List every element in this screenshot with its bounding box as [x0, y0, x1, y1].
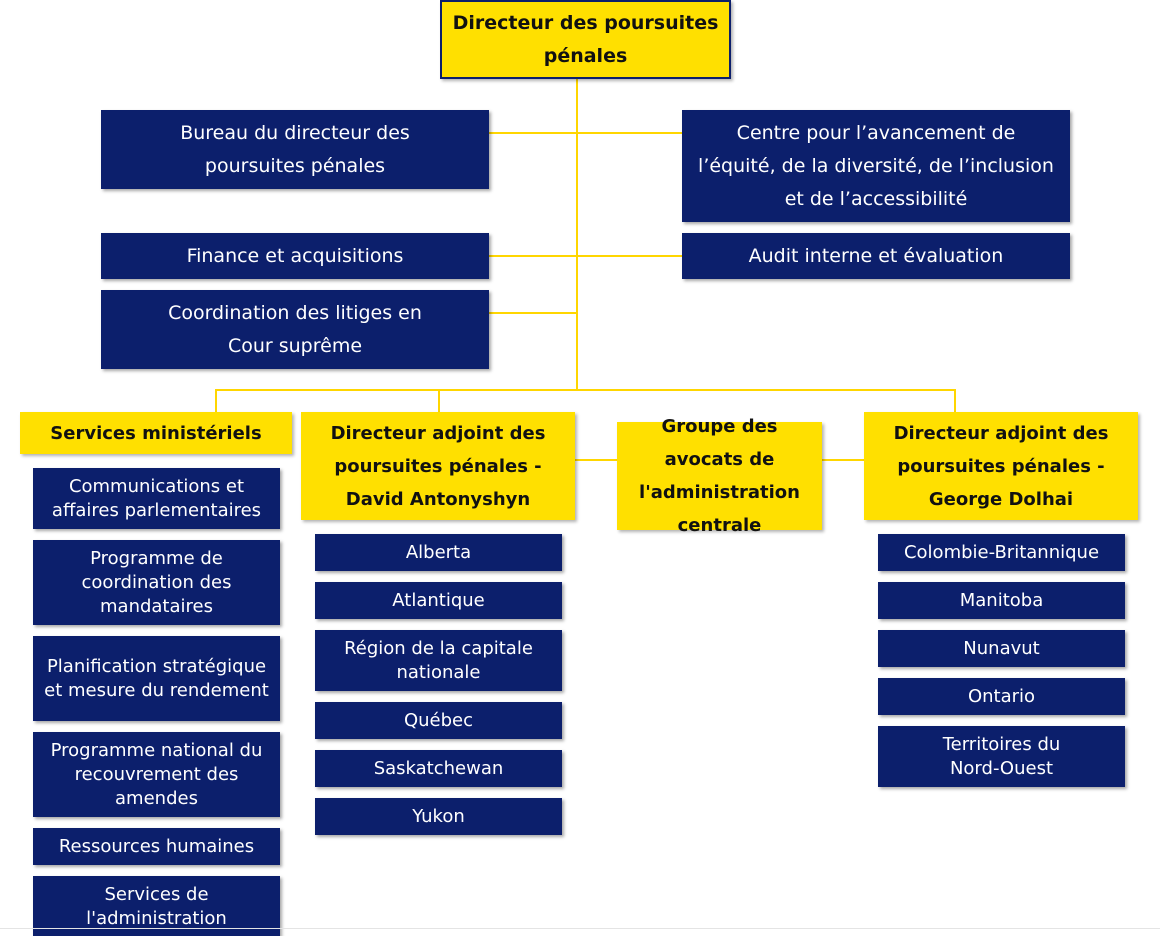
centre-box: Centre pour l’avancement de l’équité, de…	[682, 110, 1070, 222]
region-item: Saskatchewan	[315, 750, 562, 787]
bureau-label: Bureau du directeur des poursuites pénal…	[180, 121, 410, 177]
region-label: Région de la capitale nationale	[344, 637, 533, 683]
services-item: Programme de coordination des mandataire…	[33, 540, 280, 625]
adjoint1-header: Directeur adjoint des poursuites pénales…	[301, 412, 575, 520]
connector-bureau-centre	[489, 132, 682, 134]
region-item: Région de la capitale nationale	[315, 630, 562, 691]
region-item: Atlantique	[315, 582, 562, 619]
services-header: Services ministériels	[20, 412, 292, 454]
adjoint1-title: Directeur adjoint des poursuites pénales…	[330, 422, 546, 510]
connector-drop-adjoint2	[954, 389, 956, 412]
region-label: Atlantique	[392, 589, 485, 611]
page-bottom-divider	[0, 928, 1160, 929]
services-item-label: Programme national du recouvrement des a…	[50, 739, 263, 809]
coordination-label: Coordination des litiges en Cour suprême	[168, 301, 422, 357]
groupe-title: Groupe des avocats de l'administration c…	[639, 416, 800, 536]
services-item: Planification stratégique et mesure du r…	[33, 636, 280, 721]
region-item: Nunavut	[878, 630, 1125, 667]
region-label: Yukon	[412, 805, 465, 827]
top-director-box: Directeur des poursuites pénales	[440, 0, 731, 79]
services-item-label: Planification stratégique et mesure du r…	[44, 655, 269, 701]
region-label: Manitoba	[959, 589, 1044, 611]
connector-finance-audit	[489, 255, 682, 257]
connector-drop-services	[215, 389, 217, 412]
adjoint2-title: Directeur adjoint des poursuites pénales…	[893, 422, 1109, 510]
audit-label: Audit interne et évaluation	[748, 244, 1004, 267]
adjoint2-header: Directeur adjoint des poursuites pénales…	[864, 412, 1138, 520]
audit-box: Audit interne et évaluation	[682, 233, 1070, 279]
region-label: Saskatchewan	[373, 757, 504, 779]
services-item: Communications et affaires parlementaire…	[33, 468, 280, 529]
connector-drop-adjoint1	[438, 389, 440, 412]
region-label: Territoires du Nord-Ouest	[942, 733, 1061, 779]
region-label: Nunavut	[963, 637, 1040, 659]
region-item: Yukon	[315, 798, 562, 835]
services-item: Ressources humaines	[33, 828, 280, 865]
region-item: Ontario	[878, 678, 1125, 715]
coordination-box: Coordination des litiges en Cour suprême	[101, 290, 489, 369]
finance-box: Finance et acquisitions	[101, 233, 489, 279]
services-item: Services de l'administration	[33, 876, 280, 936]
services-item-label: Communications et affaires parlementaire…	[51, 475, 262, 521]
region-label: Alberta	[405, 541, 472, 563]
region-label: Québec	[403, 709, 474, 731]
services-title: Services ministériels	[50, 422, 262, 444]
connector-coordination	[489, 312, 577, 314]
top-director-label: Directeur des poursuites pénales	[452, 11, 719, 67]
region-item: Alberta	[315, 534, 562, 571]
groupe-header: Groupe des avocats de l'administration c…	[617, 416, 822, 536]
services-item-label: Services de l'administration	[86, 884, 227, 929]
bureau-box: Bureau du directeur des poursuites pénal…	[101, 110, 489, 189]
services-item-label: Programme de coordination des mandataire…	[81, 547, 232, 617]
region-item: Territoires du Nord-Ouest	[878, 726, 1125, 787]
region-item: Québec	[315, 702, 562, 739]
region-label: Ontario	[967, 685, 1036, 707]
region-item: Manitoba	[878, 582, 1125, 619]
finance-label: Finance et acquisitions	[186, 244, 404, 267]
connector-horizontal-branch	[215, 389, 956, 391]
centre-label: Centre pour l’avancement de l’équité, de…	[698, 121, 1054, 210]
region-item: Colombie-Britannique	[878, 534, 1125, 571]
connector-trunk	[576, 78, 578, 390]
region-label: Colombie-Britannique	[903, 541, 1100, 563]
services-item-label: Ressources humaines	[58, 835, 255, 857]
services-item: Programme national du recouvrement des a…	[33, 732, 280, 817]
